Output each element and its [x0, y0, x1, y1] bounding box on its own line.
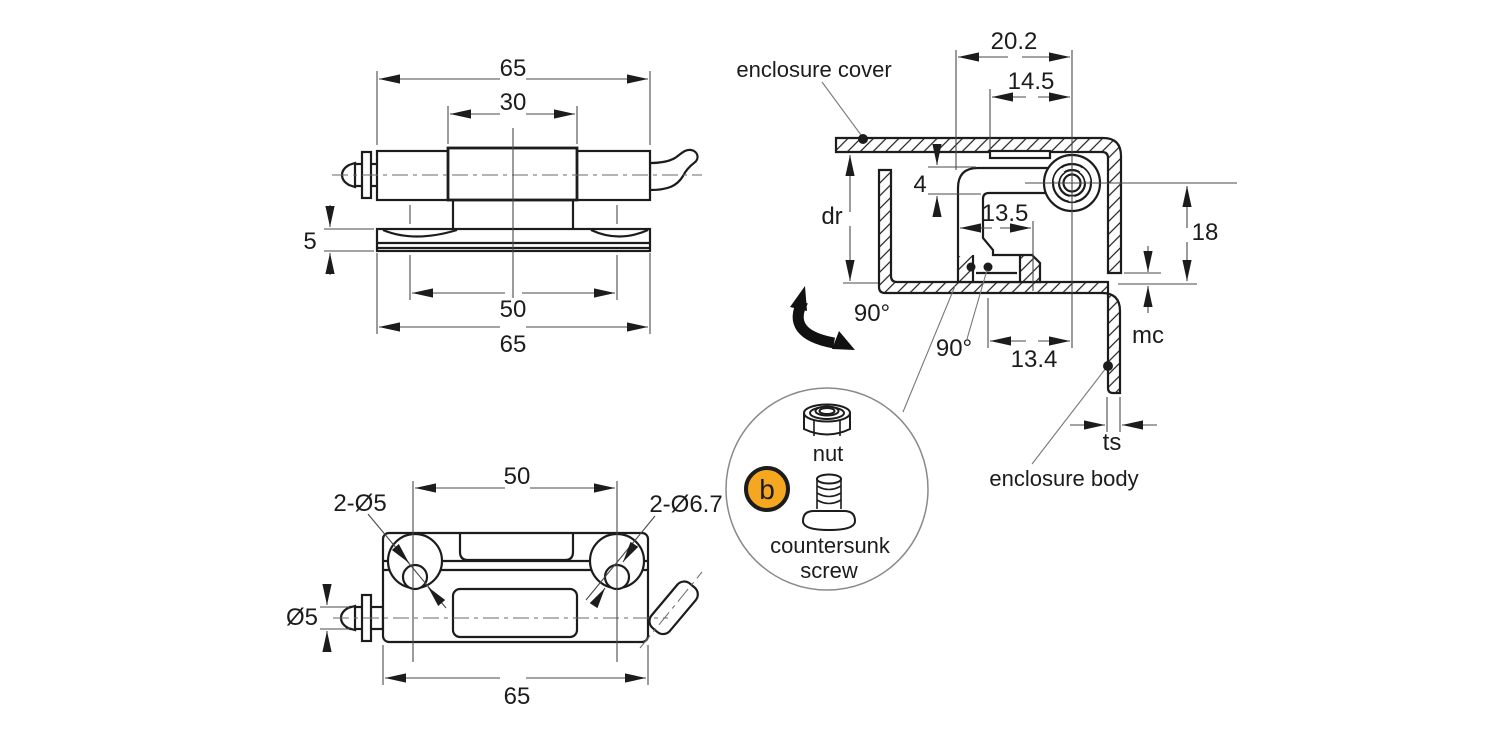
top-view: Ø5 50 2-Ø5 2-Ø6.7 65 [286, 463, 723, 710]
dim-plate-thickness: 5 [303, 205, 374, 275]
cover-leader-dot [858, 134, 868, 144]
section-view: 20.2 14.5 4 13.5 dr 18 [736, 28, 1237, 491]
svg-text:90°: 90° [936, 335, 972, 362]
hinge-tail-side [648, 148, 699, 192]
svg-text:enclosure body: enclosure body [989, 466, 1138, 491]
label-small-holes: 2-Ø5 [333, 490, 447, 609]
enclosure-cover-label: enclosure cover [736, 57, 892, 144]
top-notch [458, 534, 575, 562]
label-large-holes: 2-Ø6.7 [585, 491, 723, 609]
b-badge-letter: b [759, 474, 775, 505]
hinge-leaf-section [956, 166, 1057, 284]
svg-text:65: 65 [500, 55, 527, 82]
detail-leader [902, 285, 956, 413]
rotation-90-arrow-icon: 90° [790, 286, 890, 350]
screw-section-dot-2 [983, 262, 993, 272]
dim-pin-height: 18 [1182, 186, 1219, 281]
svg-text:2-Ø6.7: 2-Ø6.7 [649, 491, 722, 518]
screw-label-line2: screw [800, 558, 858, 583]
leaf-strip [988, 149, 1052, 160]
fastener-detail: nut b countersunk screw [725, 285, 956, 591]
clamp-foot [958, 255, 1039, 282]
svg-text:20.2: 20.2 [991, 28, 1038, 55]
dim-hole-pitch-top: 50 [415, 463, 615, 493]
screw-angle-label: 90° [936, 269, 988, 362]
svg-text:Ø5: Ø5 [286, 604, 318, 631]
svg-text:65: 65 [504, 683, 531, 710]
screw-label-line1: countersunk [770, 533, 891, 558]
svg-text:enclosure cover: enclosure cover [736, 57, 891, 82]
dim-door-return: dr [821, 155, 855, 281]
svg-text:mc: mc [1132, 322, 1164, 349]
dim-mounting-clearance: mc [1132, 246, 1164, 349]
svg-text:13.5: 13.5 [982, 200, 1029, 227]
dim-knuckle-width: 30 [447, 89, 578, 144]
svg-text:14.5: 14.5 [1008, 68, 1055, 95]
svg-text:13.4: 13.4 [1011, 346, 1058, 373]
body-leader-dot [1103, 361, 1113, 371]
svg-text:ts: ts [1103, 429, 1122, 456]
svg-text:50: 50 [504, 463, 531, 490]
countersunk-screw-icon [801, 473, 857, 532]
svg-text:dr: dr [821, 203, 842, 230]
b-badge: b [744, 466, 790, 512]
enclosure-body-label: enclosure body [989, 361, 1139, 491]
svg-text:65: 65 [500, 331, 527, 358]
nut-label: nut [813, 441, 844, 466]
dim-leaf-offset: 14.5 [992, 68, 1070, 102]
dim-overall-width-topview: 65 [382, 645, 649, 710]
front-view: 65 30 5 50 65 [303, 55, 702, 358]
svg-text:2-Ø5: 2-Ø5 [333, 490, 386, 517]
dim-hole-pitch-front: 50 [412, 288, 615, 323]
dim-pin-diameter: Ø5 [286, 584, 350, 652]
svg-text:4: 4 [913, 171, 926, 198]
dim-foot-width: 13.5 [960, 200, 1031, 233]
dim-overall-width-bottom: 65 [376, 253, 651, 358]
enclosure-cover-section [834, 136, 1123, 275]
svg-text:50: 50 [500, 296, 527, 323]
svg-text:90°: 90° [854, 300, 890, 327]
dim-overall-width-top: 65 [376, 55, 651, 145]
dim-leaf-thickness: 4 [913, 144, 942, 217]
dim-pin-offset: 20.2 [958, 28, 1070, 62]
nut-icon [803, 403, 851, 436]
dim-screw-to-pin: 13.4 [990, 336, 1070, 373]
enclosure-body-section [877, 168, 1122, 395]
svg-text:5: 5 [303, 228, 316, 255]
svg-text:30: 30 [500, 89, 527, 116]
b-badge-circle [744, 466, 790, 512]
screw-section-dot-1 [966, 262, 976, 272]
hole-left [401, 563, 429, 591]
svg-text:18: 18 [1192, 219, 1219, 246]
hinge-tail-top [648, 580, 699, 636]
bottom-notch [451, 587, 579, 639]
dim-sheet-thickness: ts [1070, 420, 1157, 456]
